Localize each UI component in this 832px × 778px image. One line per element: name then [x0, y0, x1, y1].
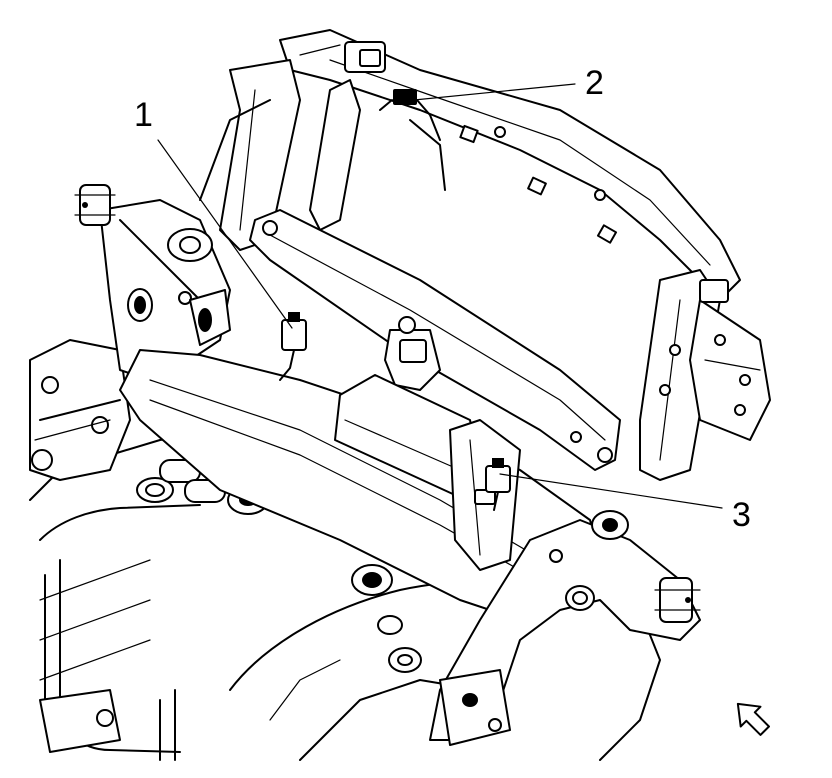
left-frame-rail	[29, 339, 131, 753]
connector-2	[379, 89, 441, 141]
front-crossmember	[119, 349, 601, 621]
leader-lines	[157, 83, 723, 509]
leader-line-1	[157, 139, 293, 329]
upper-tie-bar	[249, 209, 621, 471]
leader-line-2	[413, 83, 576, 101]
connector-3	[485, 458, 511, 511]
leader-line-3	[499, 473, 723, 509]
callout-1: 1	[134, 96, 153, 134]
callout-3: 3	[732, 496, 751, 534]
direction-arrow-icon	[736, 702, 770, 736]
callout-2: 2	[585, 64, 604, 102]
left-suspension	[74, 184, 231, 381]
connector-1	[279, 312, 307, 381]
right-suspension	[429, 510, 701, 746]
underbody-structure	[29, 429, 661, 761]
